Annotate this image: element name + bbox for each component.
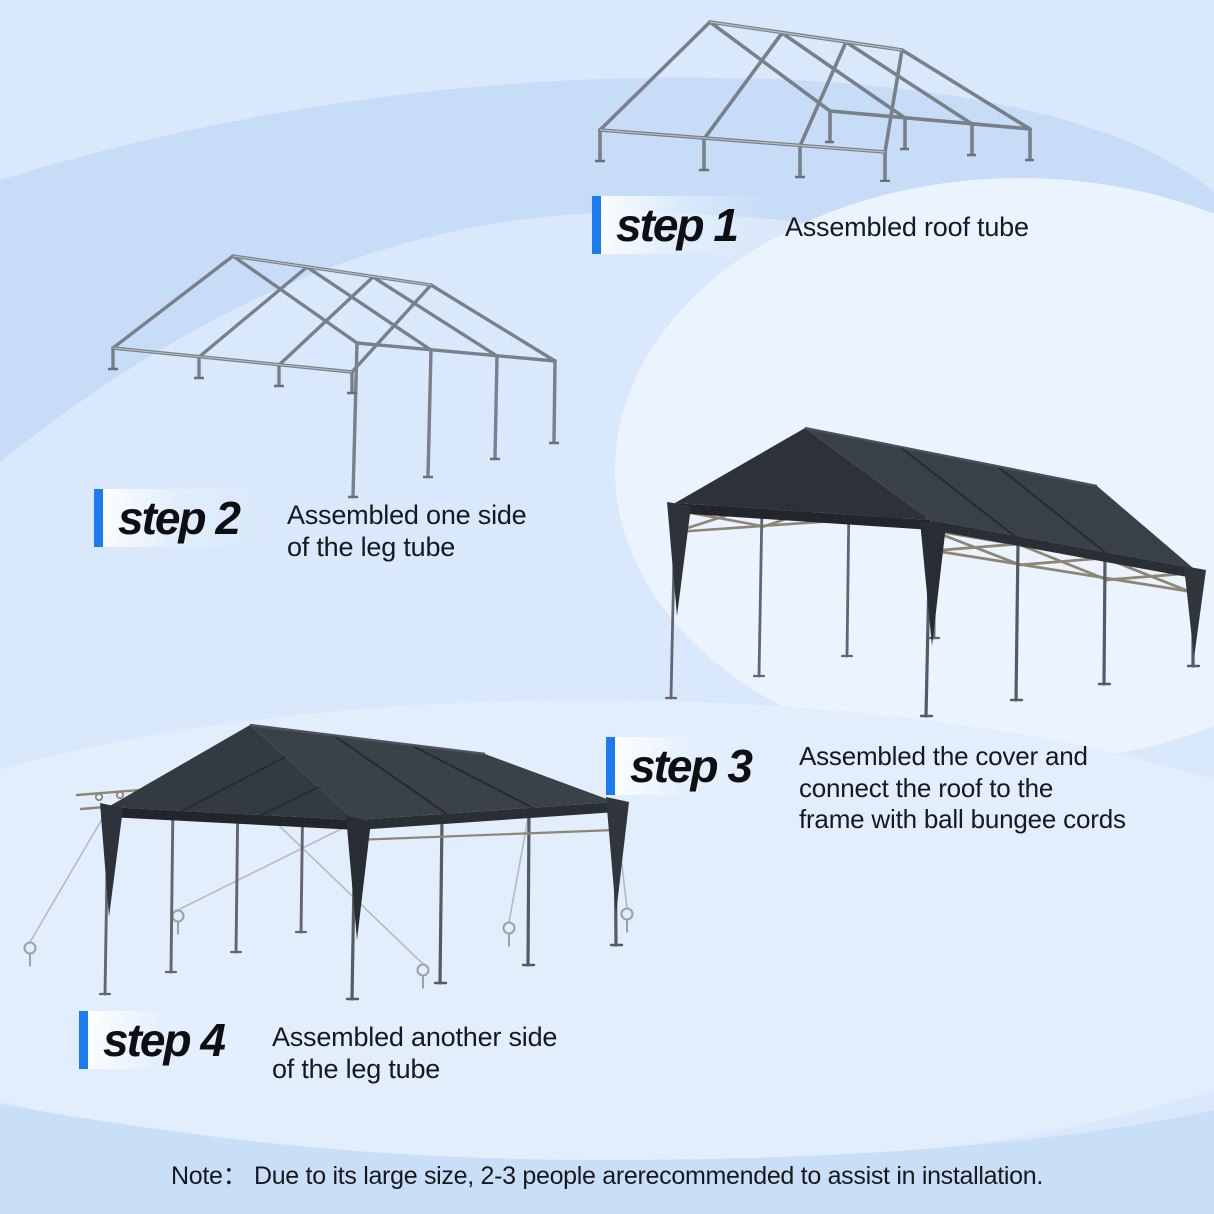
stake-icon	[620, 907, 634, 933]
covered-frame-illustration	[664, 426, 1206, 718]
step1-desc-line: Assembled roof tube	[784, 212, 1029, 242]
step3-tag: step 3	[606, 737, 777, 795]
truss-3	[798, 40, 974, 148]
ridge-edge	[804, 426, 1098, 488]
corner-flap-right	[1184, 566, 1206, 658]
step1-tag: step 1	[592, 196, 763, 254]
stake-icon	[502, 921, 516, 947]
stub-feet	[595, 140, 1034, 182]
back-eave-rail	[828, 109, 1032, 131]
corner-flap-left	[100, 803, 123, 917]
truss-2	[702, 31, 907, 141]
frame-one-side-legs-illustration	[108, 254, 559, 499]
step2-tag: step 2	[94, 489, 265, 547]
ground-stakes	[23, 907, 634, 989]
step3-accent-bar	[606, 737, 615, 795]
roof-frame-tubes	[598, 20, 1032, 182]
corner-flap-left	[667, 502, 691, 616]
far-legs	[664, 491, 941, 700]
step3-description: Assembled the cover and connect the roof…	[799, 741, 1126, 836]
step2-section: step 2 Assembled one side of the leg tub…	[94, 489, 527, 564]
step1-description: Assembled roof tube	[785, 211, 1029, 243]
step4-label: step 4	[103, 1014, 226, 1066]
front-leg-stubs	[598, 128, 887, 182]
roof-slope-panel	[805, 428, 1193, 568]
step3-desc-line: frame with ball bungee cords	[798, 804, 1126, 835]
step4-description: Assembled another side of the leg tube	[272, 1021, 557, 1086]
step1-accent-bar	[592, 196, 601, 254]
leg-feet	[108, 367, 559, 499]
step3-desc-line: connect the roof to the	[798, 772, 1054, 803]
step2-desc-line: Assembled one side	[286, 500, 527, 530]
stake-icon	[416, 963, 430, 989]
roof-tube-frame-illustration	[595, 20, 1034, 182]
step3-desc-line: Assembled the cover and	[798, 741, 1088, 771]
right-legs	[345, 805, 624, 1001]
gable-hem	[675, 503, 932, 530]
step2-accent-bar	[94, 489, 103, 547]
cover-seams	[899, 446, 1108, 555]
corner-flap-center	[920, 521, 946, 646]
step3-label-box: step 3	[615, 737, 777, 795]
swoosh-band	[0, 77, 1214, 462]
gable-end-panel	[675, 428, 930, 520]
far-slope-seams	[332, 734, 534, 815]
step4-label-box: step 4	[88, 1011, 250, 1069]
stake-icon	[23, 941, 37, 967]
step4-desc-line: Assembled another side	[271, 1022, 558, 1052]
corner-flap-center	[346, 816, 371, 940]
step2-description: Assembled one side of the leg tube	[287, 499, 527, 564]
near-eave-hem	[108, 807, 357, 830]
back-leg-stubs	[828, 109, 1032, 161]
ridge-edge	[249, 723, 486, 756]
tube-highlights	[599, 21, 903, 153]
frame-tubes	[111, 254, 557, 498]
guy-ropes	[29, 789, 628, 965]
step2-label-box: step 2	[103, 489, 265, 547]
step4-accent-bar	[79, 1011, 88, 1069]
step3-section: step 3 Assembled the cover and connect t…	[606, 737, 1126, 836]
step3-label: step 3	[630, 740, 753, 792]
truss-1	[598, 20, 832, 132]
step1-label: step 1	[616, 199, 739, 251]
step4-tag: step 4	[79, 1011, 250, 1069]
step4-section: step 4 Assembled another side of the leg…	[79, 1011, 557, 1086]
covered-frame-guy-ropes-illustration	[23, 723, 634, 1001]
left-legs	[98, 779, 308, 996]
step1-section: step 1 Assembled roof tube	[592, 196, 1029, 254]
canopy-cover	[667, 426, 1206, 658]
far-roof-slope	[250, 725, 615, 820]
canopy-cover	[100, 723, 629, 940]
step4-desc-line: of the leg tube	[271, 1054, 441, 1085]
near-roof-slope	[108, 725, 355, 820]
far-eave-hem	[355, 802, 617, 830]
step1-label-box: step 1	[601, 196, 763, 254]
tube-highlights	[112, 255, 432, 373]
installation-note: Note： Due to its large size, 2-3 people …	[171, 1162, 1043, 1190]
step2-desc-line: of the leg tube	[286, 532, 456, 563]
step2-label: step 2	[118, 492, 241, 544]
right-eave-rail	[355, 341, 557, 363]
bottom-band	[0, 1104, 1214, 1214]
near-legs	[919, 526, 1201, 718]
corner-flap-right	[606, 797, 629, 914]
right-leg-tubes	[351, 341, 557, 498]
eave-hem	[930, 520, 1193, 578]
left-leg-stubs	[111, 346, 354, 394]
stake-icon	[171, 909, 185, 935]
